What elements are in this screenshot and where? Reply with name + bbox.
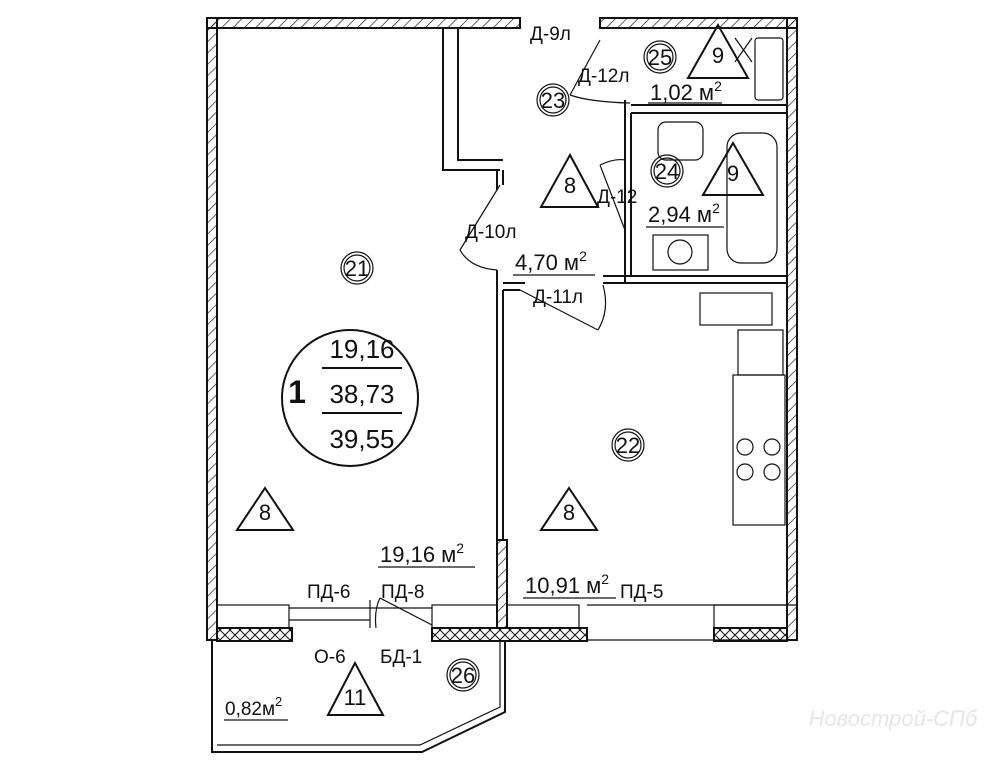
room-26-area: 0,82м2 [225,694,282,720]
door-pd6: ПД-6 [307,582,350,603]
washing-machine [754,37,784,101]
room-26-id: 26 [451,663,475,688]
living-area: 19,16 [329,334,394,364]
room-22-marker: 8 [563,500,575,525]
room-22-area: 10,91 м2 [525,571,609,598]
area-labels: 19,16 м2 10,91 м2 4,70 м2 2,94 м2 1,02 м… [224,78,724,721]
kitchen-sink [699,292,773,326]
window-o6: О-6 [314,647,346,668]
door-pd5: ПД-5 [620,582,663,603]
room-24-marker: 9 [727,161,739,186]
room-26-marker: 11 [344,685,367,710]
door-d12l: Д-12л [578,66,629,87]
room-25-id: 25 [648,45,672,70]
kitchen-sink-bowl [737,329,784,376]
total-area-with-balcony: 39,55 [329,424,394,454]
apartment-summary: 1 19,16 38,73 39,55 [281,329,419,467]
walls [206,17,798,753]
door-pd8: ПД-8 [381,582,424,603]
stove-burners [736,438,781,481]
bathtub [726,132,778,264]
watermark: Новострой-СПб [809,706,979,731]
sink [657,121,704,161]
room-24-area: 2,94 м2 [648,200,720,227]
apartment-number: 1 [288,374,306,410]
room-24-id: 24 [655,159,679,184]
room-21-id: 21 [345,256,369,281]
door-bd1: БД-1 [380,647,422,668]
fixtures [652,37,786,526]
door-swings [374,39,631,629]
room-23-id: 23 [541,88,565,113]
door-d11: Д-11л [533,287,583,308]
room-25-area: 1,02 м2 [650,78,722,105]
door-d10: Д-10л [465,222,516,243]
washer-bathroom [652,234,709,271]
door-d9: Д-9л [530,24,571,45]
room-22-id: 22 [616,433,640,458]
room-23-area: 4,70 м2 [515,248,587,275]
door-labels: Д-9л Д-10л Д-11л Д-12л Д-12 ПД-5 ПД-6 ПД… [307,24,663,668]
finish-markers: 8 8 8 9 9 11 [235,22,765,716]
room-21-marker: 8 [259,500,271,525]
room-23-marker: 8 [564,173,576,198]
room-id-markers: 21 22 23 24 25 26 [340,40,684,692]
room-25-marker: 9 [712,43,724,68]
room-21-area: 19,16 м2 [380,540,464,567]
door-d12: Д-12 [597,187,637,208]
total-area: 38,73 [329,379,394,409]
